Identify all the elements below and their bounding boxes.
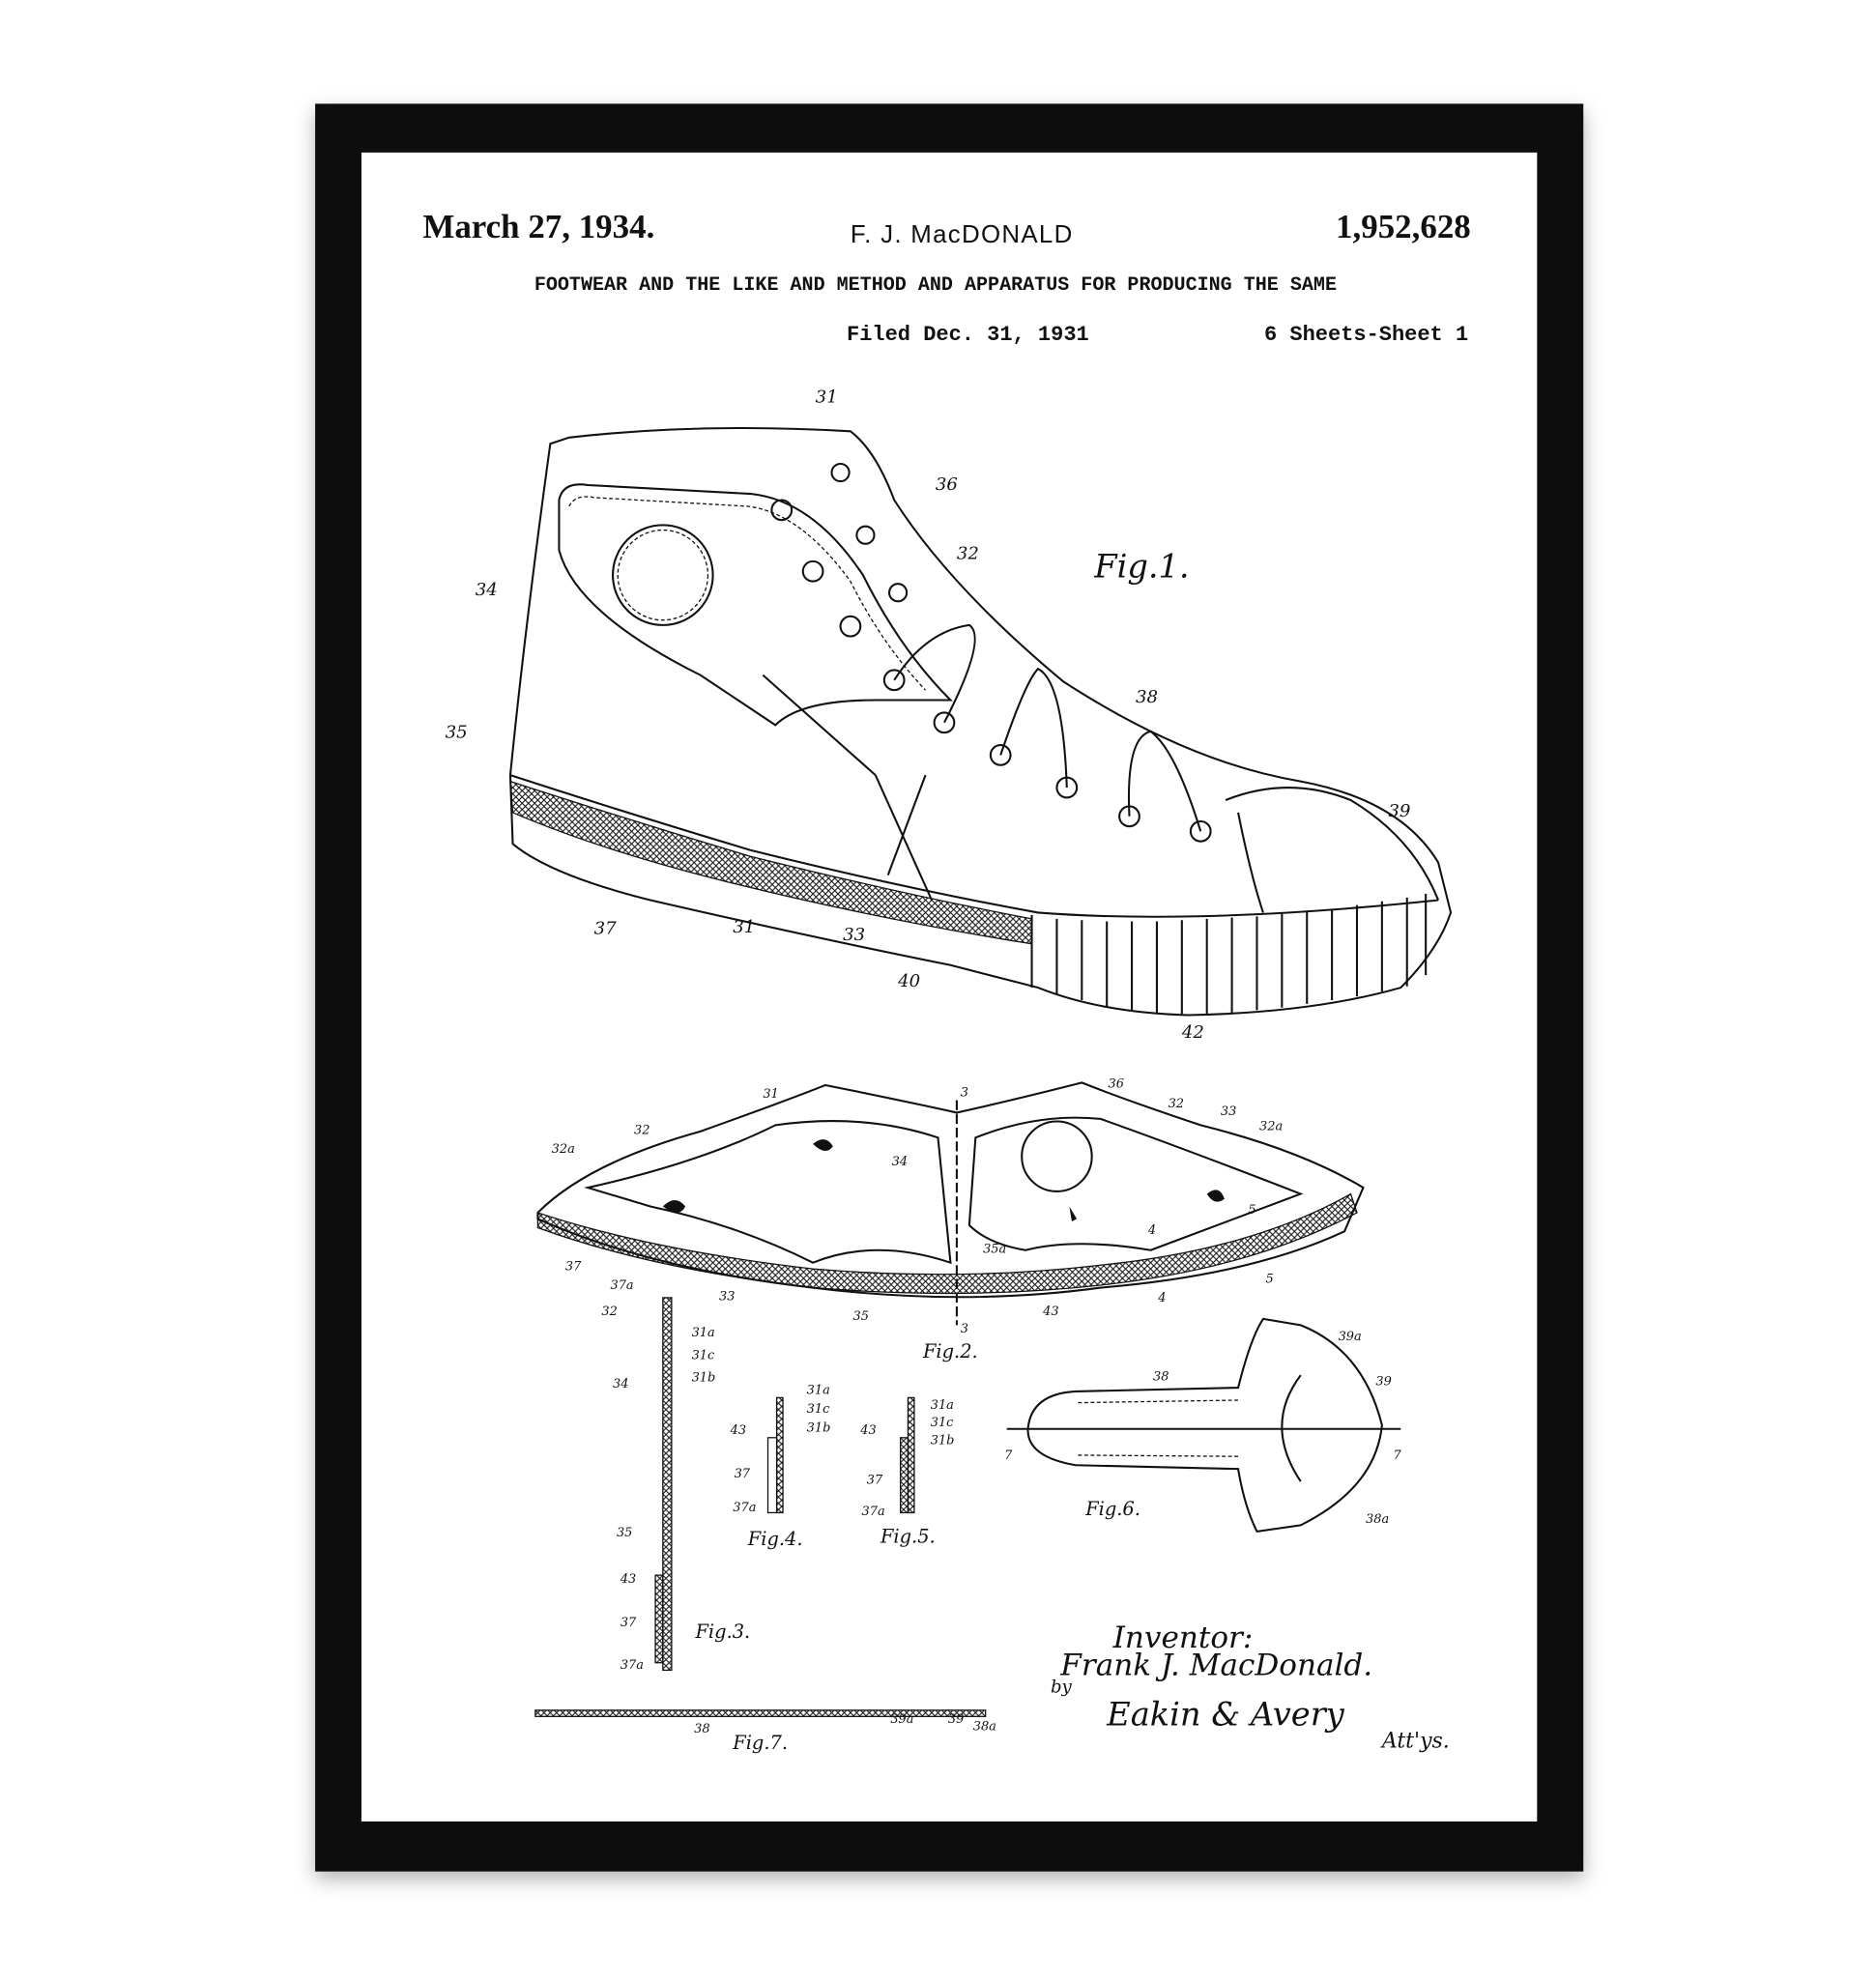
fig1-reference-numeral: 40 [897,971,920,991]
fig4-caption: Fig.4. [747,1528,803,1550]
inventor-label: Inventor: [1112,1620,1254,1655]
patent-number: 1,952,628 [1336,208,1471,245]
fig3-section-drawing [654,1297,673,1672]
fig3-caption: Fig.3. [694,1620,750,1643]
fig7-caption: Fig.7. [732,1732,788,1754]
fig2-reference-numeral: 32 [634,1123,649,1137]
fig4-reference-numeral: 37 [735,1467,751,1481]
fig2-reference-numeral: 33 [719,1289,735,1304]
attorneys-suffix: Att'ys. [1380,1730,1450,1754]
fig7-reference-numeral: 39a [890,1712,913,1727]
fig4-reference-numeral: 31b [807,1420,831,1435]
fig7-reference-numeral: 38a [973,1720,996,1735]
fig3-reference-numeral: 31a [692,1326,715,1340]
fig3-reference-numeral: 31c [692,1348,715,1362]
fig4-reference-numeral: 31a [807,1384,830,1398]
fig6-reference-numeral: 7 [1004,1448,1013,1463]
fig1-reference-numeral: 32 [957,543,979,563]
fig6-toe-piece-drawing [1006,1317,1401,1533]
fig1-shoe-drawing [508,426,1453,1017]
attorneys-signature: Eakin & Avery [1106,1695,1345,1733]
fig1-reference-numeral: 31 [816,387,838,408]
fig3-reference-numeral: 37a [621,1658,644,1673]
fig5-section-drawing [900,1396,915,1514]
fig2-reference-numeral: 32a [552,1142,575,1157]
inventor-short: F. J. MacDONALD [851,221,1074,248]
fig5-reference-numeral: 43 [859,1423,876,1438]
fig5-reference-numeral: 37a [862,1505,885,1519]
fig3-reference-numeral: 43 [620,1572,636,1587]
fig2-upper-layout-drawing [536,1081,1365,1326]
fig5-reference-numeral: 31b [931,1433,955,1448]
patent-title: FOOTWEAR AND THE LIKE AND METHOD AND APP… [534,274,1337,297]
fig5-reference-numeral: 31c [931,1416,954,1430]
fig2-reference-numeral: 32 [1169,1097,1184,1111]
fig1-reference-numeral: 33 [843,925,865,945]
fig3-reference-numeral: 34 [613,1377,628,1391]
by-label: by [1051,1678,1073,1698]
fig3-reference-numeral: 32 [601,1305,617,1319]
fig2-reference-numeral: 43 [1042,1305,1058,1319]
fig7-strip-drawing [534,1709,987,1717]
filed-date: Filed Dec. 31, 1931 [847,323,1089,347]
fig3-reference-numeral: 31b [692,1371,716,1386]
fig6-reference-numeral: 39 [1375,1374,1391,1389]
fig4-reference-numeral: 43 [730,1423,746,1438]
fig7-reference-numeral: 38 [694,1722,709,1736]
paper [361,152,1538,1821]
fig5-reference-numeral: 31a [931,1398,954,1413]
inventor-name: Frank J. MacDonald. [1059,1649,1372,1683]
fig2-reference-numeral: 31 [763,1087,778,1102]
fig1-reference-numeral: 31 [733,917,755,937]
fig2-reference-numeral: 35a [983,1242,1006,1256]
fig1-reference-numeral: 36 [936,474,958,495]
fig1-reference-numeral: 39 [1388,801,1410,821]
fig4-reference-numeral: 37a [733,1501,756,1515]
fig2-reference-numeral: 4 [1147,1223,1156,1238]
fig6-caption: Fig.6. [1084,1498,1140,1520]
eyelets [770,462,1212,843]
fig2-reference-numeral: 5 [1266,1272,1274,1286]
fig1-caption: Fig.1. [1093,548,1189,586]
fig2-reference-numeral: 37a [610,1278,633,1293]
fig3-reference-numeral: 35 [617,1526,632,1540]
patent-date: March 27, 1934. [422,208,654,245]
fig4-section-drawing [766,1396,784,1514]
fig1-reference-numeral: 42 [1181,1022,1204,1043]
fig6-reference-numeral: 38 [1153,1369,1169,1384]
fig1-reference-numeral: 35 [446,722,468,742]
signature-block: Inventor: Frank J. MacDonald. by Eakin &… [1051,1620,1450,1753]
fig2-reference-numeral: 3 [961,1322,968,1336]
fig2-reference-numeral: 34 [892,1155,908,1169]
fig2-reference-numeral: 4 [1157,1291,1166,1305]
fig4-reference-numeral: 31c [807,1402,830,1417]
fig6-reference-numeral: 39a [1339,1330,1362,1344]
fig2-reference-numeral: 37 [565,1259,582,1274]
fig5-reference-numeral: 37 [867,1474,883,1488]
fig2-reference-numeral: 32a [1259,1120,1283,1134]
fig2-reference-numeral: 5 [1248,1203,1255,1218]
fig2-reference-numeral: 3 [961,1086,968,1101]
fig2-caption: Fig.2. [922,1340,978,1362]
fig6-reference-numeral: 38a [1366,1512,1389,1527]
sheet-count: 6 Sheets-Sheet 1 [1264,323,1468,347]
fig6-reference-numeral: 7 [1394,1448,1402,1463]
fig5-caption: Fig.5. [880,1525,936,1547]
fig1-reference-numeral: 34 [476,580,498,600]
fig3-reference-numeral: 37 [621,1616,637,1630]
fig2-reference-numeral: 33 [1221,1104,1236,1119]
fig7-reference-numeral: 39 [948,1712,964,1727]
fig2-reference-numeral: 35 [853,1309,869,1324]
fig2-reference-numeral: 36 [1108,1077,1123,1092]
fig1-reference-numeral: 38 [1136,687,1158,707]
fig1-reference-numeral: 37 [594,918,618,938]
